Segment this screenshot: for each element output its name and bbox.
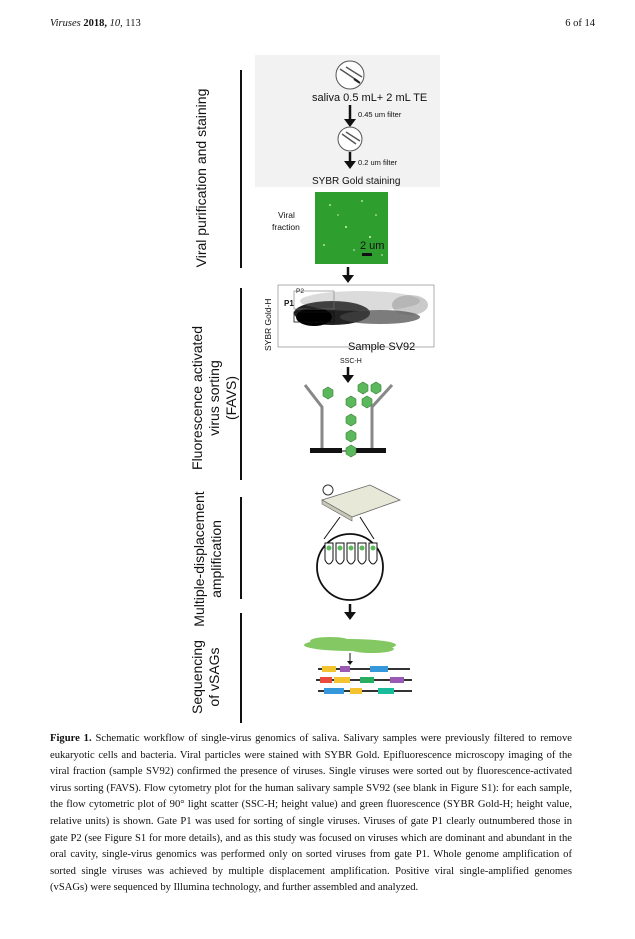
well-plate-icon: [321, 484, 402, 522]
saliva-label: saliva 0.5 mL+ 2 mL TE: [312, 92, 427, 104]
microscopy-image: [315, 192, 388, 264]
scale-bar: [362, 253, 372, 256]
section-divider-4: [240, 613, 242, 723]
down-arrow-icon: [344, 152, 356, 169]
section-label-favs: Fluorescence activated virus sorting (FA…: [189, 323, 241, 473]
section-label-purification: Viral purification and staining: [193, 78, 213, 278]
figure-caption: Figure 1. Schematic workflow of single-v…: [50, 731, 572, 897]
section-label-favs-l3: (FAVS): [223, 375, 239, 421]
journal-pages: 113: [125, 18, 141, 29]
filter-tube-icon: [337, 126, 363, 152]
section-divider-3: [240, 497, 242, 599]
well-closeup: [316, 533, 384, 601]
section-label-seq-l2: of vSAGs: [206, 647, 222, 707]
section-label-mda-l1: Multiple-displacement: [191, 491, 207, 627]
running-header: Viruses 2018, 10, 113: [50, 18, 141, 29]
filter-2-label: 0.2 um filter: [358, 158, 398, 167]
caption-label: Figure 1.: [50, 733, 92, 744]
viral-fraction-l2: fraction: [272, 222, 300, 232]
section-label-seq-l1: Sequencing: [189, 640, 205, 714]
workflow-figure: saliva 0.5 mL+ 2 mL TE 0.45 um filter 0.…: [255, 55, 440, 694]
staining-label: SYBR Gold staining: [312, 176, 400, 187]
section-label-mda-l2: amplification: [208, 520, 224, 598]
down-arrow-icon: [344, 604, 356, 620]
scale-bar-label: 2 um: [360, 240, 384, 252]
sequence-reads: [316, 666, 412, 694]
section-label-favs-l1: Fluorescence activated: [189, 326, 205, 470]
caption-text: Schematic workflow of single-virus genom…: [50, 733, 572, 894]
x-axis-label: SSC-H: [340, 358, 362, 365]
sorter-funnel: [303, 383, 394, 453]
viral-fraction-l1: Viral: [278, 210, 295, 220]
virus-dots: [323, 200, 383, 256]
virus-hexagons: [322, 381, 382, 458]
down-arrow-icon: [342, 267, 354, 283]
gate-p1-label: P1: [284, 299, 294, 308]
down-arrow-icon: [344, 105, 356, 127]
section-divider-2: [240, 288, 242, 480]
journal-year: 2018,: [83, 18, 107, 29]
down-arrow-icon: [342, 367, 354, 383]
filter-1-label: 0.45 um filter: [358, 110, 402, 119]
gate-p2-label: P2: [296, 288, 304, 295]
journal-volume: 10,: [109, 18, 123, 29]
section-label-sequencing: Sequencing of vSAGs: [189, 637, 225, 717]
section-label-mda: Multiple-displacement amplification: [191, 489, 227, 629]
page-number: 6 of 14: [565, 18, 595, 29]
section-label-purification-text: Viral purification and staining: [193, 88, 209, 268]
section-label-favs-l2: virus sorting: [206, 360, 222, 436]
sample-label: Sample SV92: [348, 341, 415, 353]
section-divider-1: [240, 70, 242, 268]
pipette-icon: [335, 60, 365, 90]
y-axis-label: SYBR Gold-H: [263, 299, 273, 351]
amplified-dna-cluster: [304, 637, 396, 653]
flow-cytometry-plot: [277, 284, 435, 348]
journal-name: Viruses: [50, 18, 81, 29]
